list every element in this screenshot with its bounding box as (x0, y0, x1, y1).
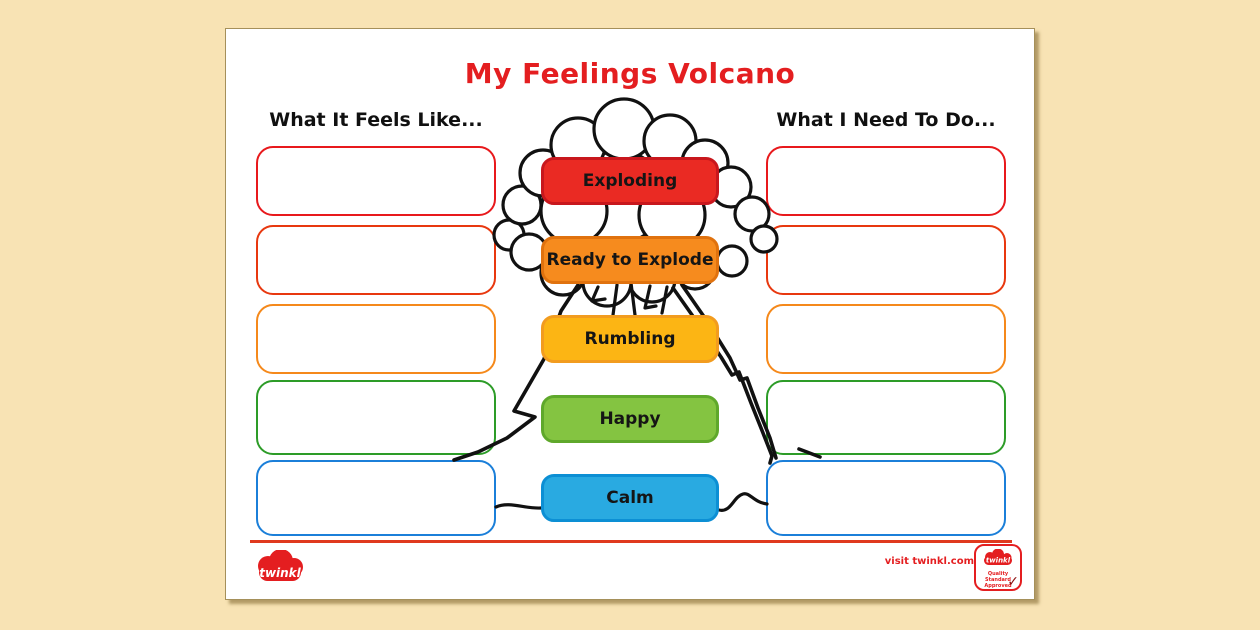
feeling-text: Rumbling (584, 329, 676, 349)
badge-line1: Quality Standard (985, 571, 1011, 583)
twinkl-logo: twinkl (253, 549, 307, 586)
feeling-label-calm: Calm (541, 474, 719, 522)
need-to-do-answer-box[interactable] (766, 460, 1006, 536)
quality-standard-badge: twinkl Quality Standard Approved ✓ (974, 544, 1022, 591)
feeling-text: Happy (599, 409, 661, 429)
footer-divider (250, 540, 1012, 543)
badge-check-icon: ✓ (1007, 574, 1019, 590)
feeling-label-rumbling: Rumbling (541, 315, 719, 363)
logo-cloud-icon (258, 549, 303, 581)
badge-line2: Approved (984, 583, 1012, 589)
need-to-do-answer-box[interactable] (766, 380, 1006, 455)
need-to-do-answer-box[interactable] (766, 146, 1006, 216)
feeling-text: Exploding (582, 171, 678, 191)
right-column-header: What I Need To Do... (776, 109, 996, 131)
badge-cloud-icon: twinkl (984, 548, 1012, 565)
feels-like-answer-box[interactable] (256, 146, 496, 216)
need-to-do-answer-box[interactable] (766, 304, 1006, 374)
left-column-header: What It Feels Like... (269, 109, 483, 131)
badge-logo-text: twinkl (986, 557, 1011, 565)
worksheet-page: My Feelings Volcano What It Feels Like..… (225, 28, 1035, 600)
feels-like-answer-box[interactable] (256, 304, 496, 374)
page-title: My Feelings Volcano (464, 57, 796, 90)
feeling-label-happy: Happy (541, 395, 719, 443)
feels-like-answer-box[interactable] (256, 460, 496, 536)
feels-like-answer-box[interactable] (256, 380, 496, 455)
visit-twinkl-text: visit twinkl.com (884, 556, 974, 567)
lava-streaks-icon (590, 281, 669, 317)
need-to-do-answer-box[interactable] (766, 225, 1006, 295)
logo-text: twinkl (259, 566, 301, 580)
feeling-text: Calm (606, 488, 654, 508)
feels-like-answer-box[interactable] (256, 225, 496, 295)
feeling-label-ready-to-explode: Ready to Explode (541, 236, 719, 284)
feeling-label-exploding: Exploding (541, 157, 719, 205)
feeling-text: Ready to Explode (546, 250, 714, 270)
